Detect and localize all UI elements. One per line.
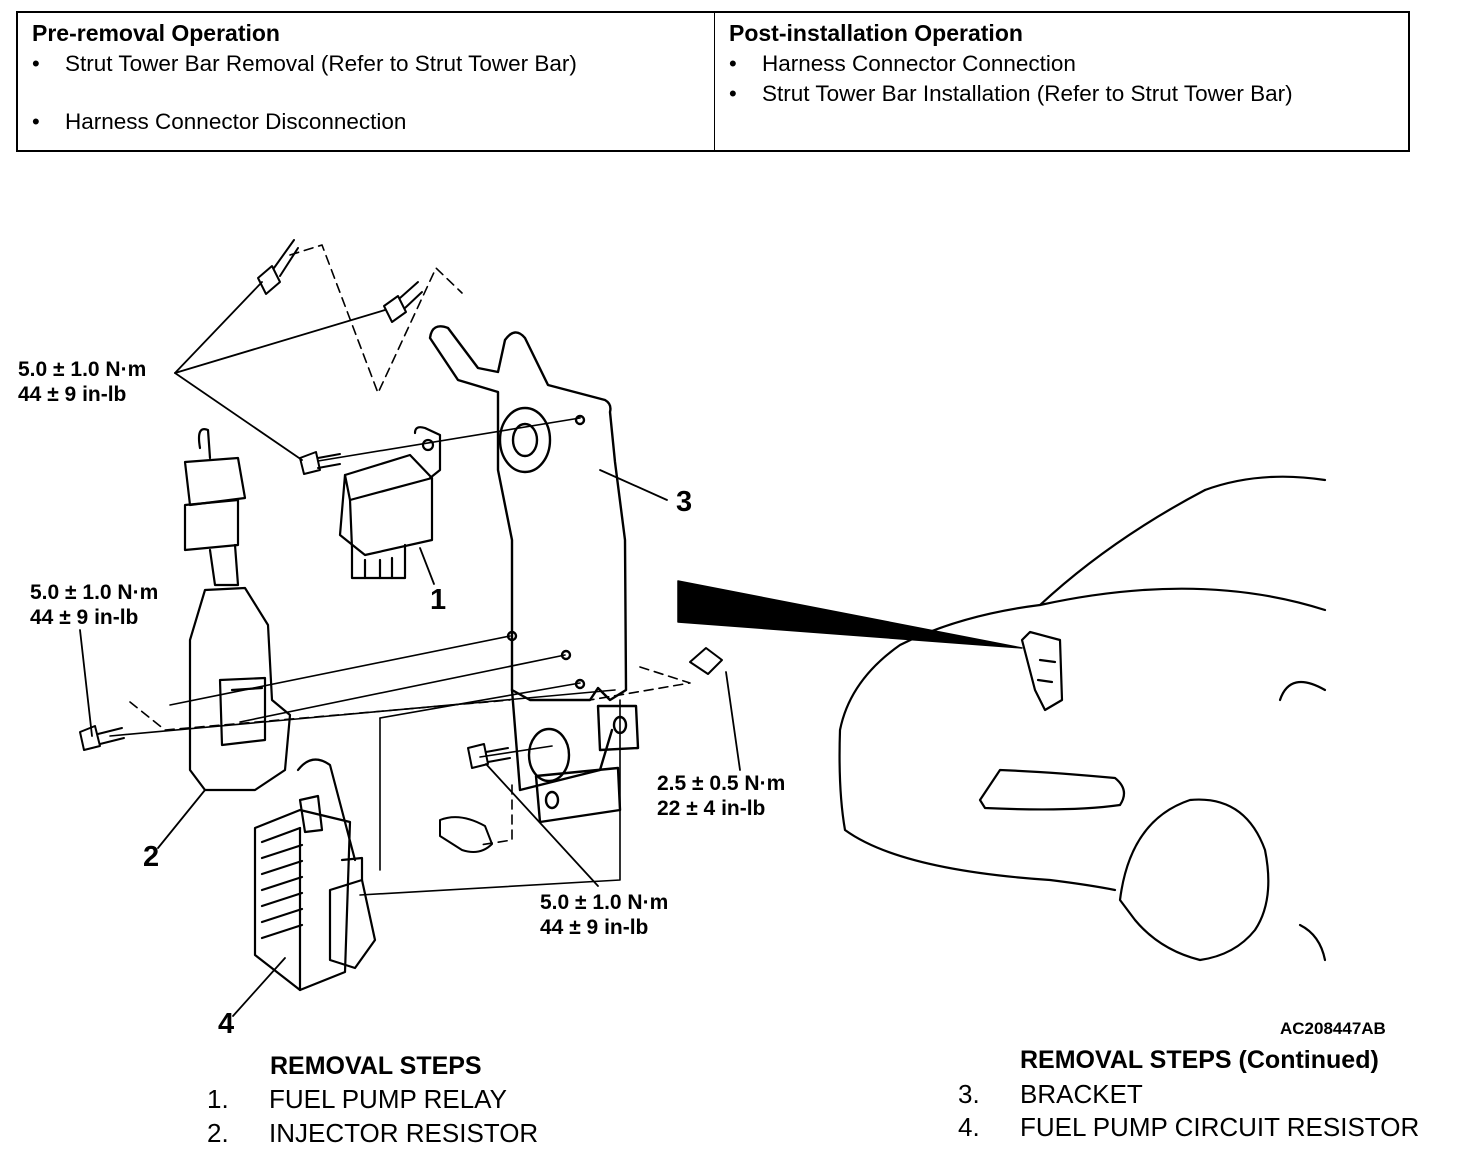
removal-steps-continued-heading: REMOVAL STEPS (Continued) <box>1020 1046 1379 1074</box>
torque-metric: 5.0 ± 1.0 N·m <box>540 891 669 914</box>
fuel-pump-relay-illustration <box>338 426 442 580</box>
step-label: BRACKET <box>1020 1079 1143 1109</box>
post-installation-item: Harness Connector Connection <box>762 51 1076 76</box>
torque-label-bracket-bolts: 5.0 ± 1.0 N·m 44 ± 9 in-lb <box>18 357 146 407</box>
list-item: • Strut Tower Bar Removal (Refer to Strut… <box>32 49 714 79</box>
step-number: 4. <box>958 1112 980 1142</box>
removal-step: 1. FUEL PUMP RELAY <box>207 1084 507 1114</box>
location-pointer <box>677 580 1023 649</box>
bracket-illustration <box>428 325 640 824</box>
torque-label-lower-bolt: 5.0 ± 1.0 N·m 44 ± 9 in-lb <box>540 890 668 940</box>
torque-imperial: 44 ± 9 in-lb <box>18 383 127 406</box>
torque-imperial: 44 ± 9 in-lb <box>540 916 649 939</box>
step-label: FUEL PUMP RELAY <box>269 1084 507 1114</box>
torque-metric: 2.5 ± 0.5 N·m <box>657 772 786 795</box>
step-label: INJECTOR RESISTOR <box>269 1118 539 1148</box>
vehicle-illustration <box>838 475 1327 962</box>
injector-resistor-illustration <box>183 428 292 792</box>
step-number: 3. <box>958 1079 980 1109</box>
removal-step: 2. INJECTOR RESISTOR <box>207 1118 538 1148</box>
torque-metric: 5.0 ± 1.0 N·m <box>18 358 147 381</box>
pre-removal-column: Pre-removal Operation • Strut Tower Bar R… <box>18 13 715 150</box>
list-item: • Harness Connector Disconnection <box>32 107 714 137</box>
removal-steps-heading: REMOVAL STEPS <box>270 1052 482 1080</box>
operation-table: Pre-removal Operation • Strut Tower Bar R… <box>16 11 1410 152</box>
pre-removal-item: Harness Connector Disconnection <box>65 109 407 134</box>
removal-step: 3. BRACKET <box>958 1079 1143 1109</box>
bullet-icon: • <box>729 81 737 106</box>
torque-imperial: 22 ± 4 in-lb <box>657 797 766 820</box>
step-label: FUEL PUMP CIRCUIT RESISTOR <box>1020 1112 1420 1142</box>
post-installation-item: Strut Tower Bar Installation (Refer to S… <box>762 81 1293 106</box>
bullet-icon: • <box>32 109 40 134</box>
torque-label-side-bolt: 2.5 ± 0.5 N·m 22 ± 4 in-lb <box>657 771 785 821</box>
pre-removal-list: • Strut Tower Bar Removal (Refer to Strut… <box>32 49 714 137</box>
post-installation-heading: Post-installation Operation <box>729 20 1023 46</box>
removal-step: 4. FUEL PUMP CIRCUIT RESISTOR <box>958 1112 1419 1142</box>
post-installation-column: Post-installation Operation • Harness Con… <box>715 13 1408 150</box>
list-item: • Harness Connector Connection <box>729 49 1408 79</box>
callout-4: 4 <box>218 1008 235 1040</box>
callout-1: 1 <box>430 584 447 616</box>
pre-removal-heading: Pre-removal Operation <box>32 20 280 46</box>
bullet-icon: • <box>32 51 40 76</box>
axis-lines <box>109 417 621 896</box>
step-number: 2. <box>207 1118 229 1148</box>
bolt-icons <box>79 239 723 853</box>
step-number: 1. <box>207 1084 229 1114</box>
bullet-icon: • <box>729 51 737 76</box>
pre-removal-item: Strut Tower Bar Removal (Refer to Strut … <box>65 51 577 76</box>
leader-lines <box>79 281 741 1017</box>
callout-2: 2 <box>143 841 160 873</box>
fuel-pump-circuit-resistor-illustration <box>253 758 377 992</box>
torque-label-injector-resistor: 5.0 ± 1.0 N·m 44 ± 9 in-lb <box>30 580 158 630</box>
torque-imperial: 44 ± 9 in-lb <box>30 606 139 629</box>
callout-3: 3 <box>676 486 693 518</box>
figure-code: AC208447AB <box>1280 1019 1386 1038</box>
post-installation-list: • Harness Connector Connection • Strut Tow… <box>729 49 1408 109</box>
list-item: • Strut Tower Bar Installation (Refer to … <box>729 79 1408 109</box>
torque-metric: 5.0 ± 1.0 N·m <box>30 581 159 604</box>
